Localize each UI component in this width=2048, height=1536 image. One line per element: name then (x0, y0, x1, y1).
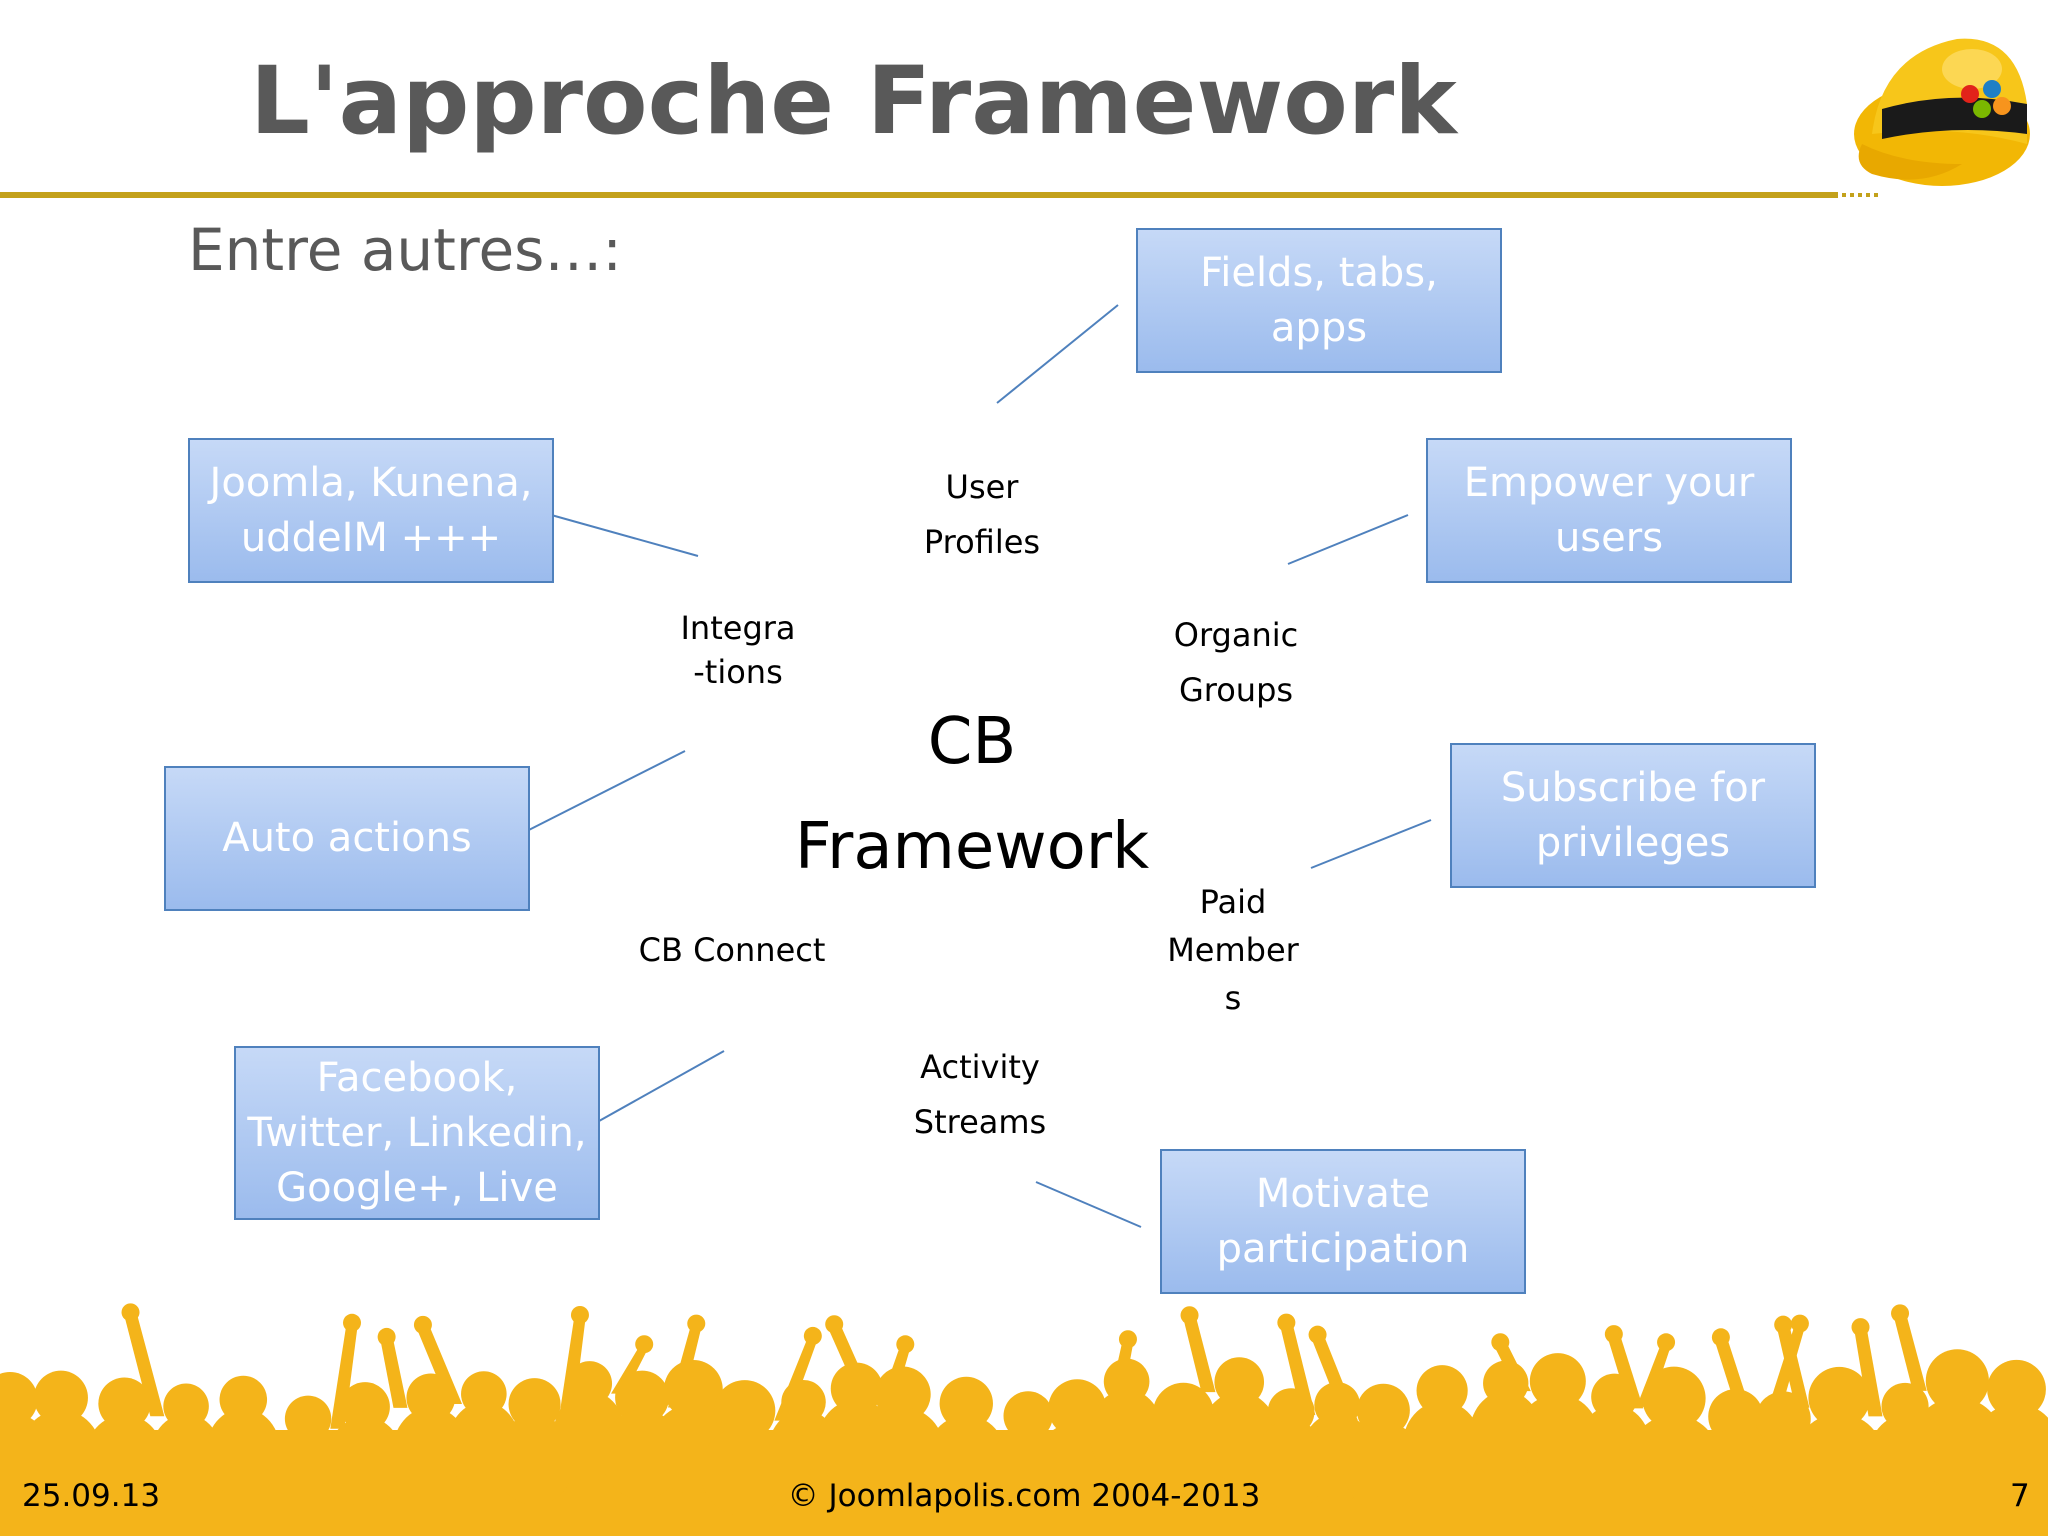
box-empower-users: Empower your users (1426, 438, 1792, 583)
connector-user-profiles (996, 304, 1119, 404)
center-cb-framework: CB Framework (794, 705, 1150, 884)
slide-subtitle: Entre autres…: (188, 216, 622, 284)
connector-organic-groups (1287, 514, 1409, 565)
feature-paid-members: Paid Member s (1167, 883, 1299, 1017)
connector-activity-streams (1035, 1181, 1142, 1228)
slide-title: L'approche Framework (250, 47, 1457, 156)
box-subscribe-privileges: Subscribe for privileges (1450, 743, 1816, 888)
footer-date: 25.09.13 (22, 1478, 161, 1514)
feature-user-profiles: User Profiles (923, 468, 1041, 561)
box-auto-actions: Auto actions (164, 766, 530, 911)
box-joomla-kunena: Joomla, Kunena, uddeIM +++ (188, 438, 554, 583)
feature-activity-streams: Activity Streams (913, 1048, 1047, 1141)
connector-cb-connect (582, 1050, 725, 1131)
footer-page-number: 7 (2010, 1478, 2030, 1514)
box-motivate-participation: Motivate participation (1160, 1149, 1526, 1294)
feature-cb-connect: CB Connect (638, 931, 826, 969)
connector-integrations (536, 510, 699, 557)
feature-integrations: Integra -tions (680, 609, 796, 691)
connector-auto-actions (512, 750, 686, 839)
connector-paid-members (1310, 819, 1432, 869)
crowd-silhouette (0, 1303, 2048, 1536)
footer-copyright: © Joomlapolis.com 2004-2013 (787, 1478, 1261, 1514)
box-fields-tabs-apps: Fields, tabs, apps (1136, 228, 1502, 373)
box-social-networks: Facebook, Twitter, Linkedin, Google+, Li… (234, 1046, 600, 1220)
hard-hat-icon (1842, 14, 2042, 198)
title-divider (0, 192, 1838, 198)
title-divider-dots (1842, 193, 1882, 197)
feature-organic-groups: Organic Groups (1173, 616, 1299, 709)
